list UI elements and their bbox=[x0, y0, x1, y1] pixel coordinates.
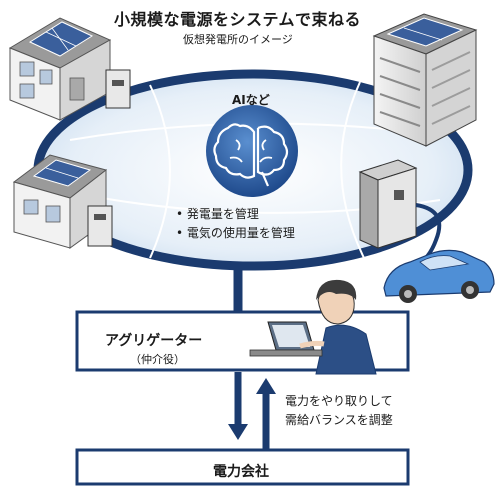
utility-label: 電力会社 bbox=[213, 464, 269, 480]
flow-note-line: 需給バランスを調整 bbox=[285, 413, 393, 427]
aggregator-role: （仲介役） bbox=[130, 353, 185, 366]
house-icon bbox=[8, 17, 112, 121]
storage-battery-icon bbox=[105, 69, 131, 109]
ai-label: AIなど bbox=[232, 93, 270, 107]
power-flow-down-arrow bbox=[228, 372, 248, 440]
ai-bullet: • 電気の使用量を管理 bbox=[176, 226, 295, 240]
power-flow-up-arrow bbox=[256, 378, 276, 450]
electric-car-icon bbox=[383, 249, 495, 303]
utility-box bbox=[75, 448, 410, 486]
aggregator-label: アグリゲーター bbox=[105, 333, 203, 349]
diagram-subtitle: 仮想発電所のイメージ bbox=[183, 33, 293, 46]
operator-icon bbox=[249, 279, 377, 375]
ev-charger-icon bbox=[358, 159, 442, 272]
ai-brain-icon bbox=[206, 105, 298, 197]
storage-battery-icon bbox=[87, 205, 113, 247]
office-building-icon bbox=[372, 13, 478, 147]
flow-note-line: 電力をやり取りして bbox=[285, 394, 393, 408]
diagram-title: 小規模な電源をシステムで束ねる bbox=[114, 10, 362, 29]
ai-bullet: • 発電量を管理 bbox=[176, 207, 259, 221]
